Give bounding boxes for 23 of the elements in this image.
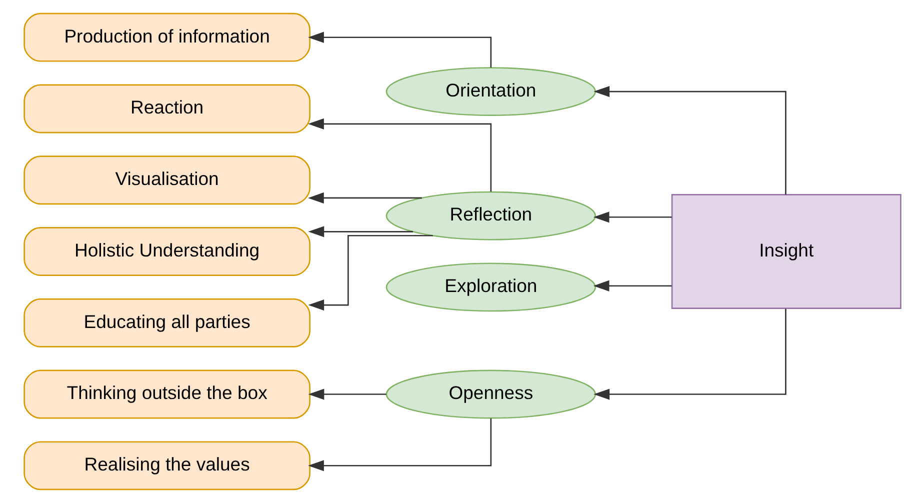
node-box: Visualisation [23, 156, 310, 205]
node-box: Educating all parties [23, 298, 310, 348]
node-ellipse: Exploration [385, 262, 596, 312]
node-box: Production of information [23, 12, 310, 62]
arrow [308, 118, 492, 192]
arrow [308, 388, 386, 400]
arrow [308, 226, 412, 238]
arrow [308, 234, 432, 311]
arrow [308, 418, 492, 472]
node-box: Reaction [23, 84, 310, 134]
arrow [593, 86, 786, 195]
node-ellipse: Openness [385, 370, 596, 419]
node-box: Insight [670, 194, 901, 309]
node-box: Holistic Understanding [23, 227, 310, 276]
node-ellipse: Reflection [385, 191, 596, 240]
arrow [592, 212, 672, 223]
arrow [592, 280, 672, 292]
arrow [593, 308, 786, 400]
node-ellipse: Orientation [385, 67, 596, 116]
node-box: Thinking outside the box [23, 370, 310, 419]
node-box: Realising the values [23, 441, 310, 490]
arrow [308, 32, 492, 68]
arrow [307, 192, 422, 204]
